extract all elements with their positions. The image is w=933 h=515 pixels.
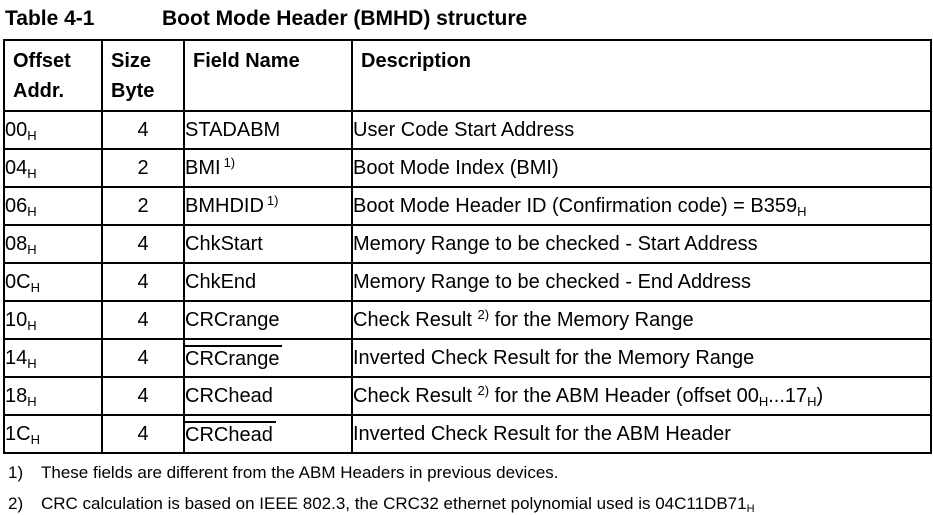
description-cell: Inverted Check Result for the Memory Ran… [351,338,932,378]
hex-subscript: H [27,127,37,143]
field-name-cell: ChkEnd [183,262,353,302]
field-name-cell: CRChead [183,414,353,454]
size-cell: 4 [101,262,185,302]
column-header-description: Description [351,39,932,112]
footnote-reference: 1) [223,154,236,170]
footnote-text: These fields are different from the ABM … [41,463,559,482]
footnote-reference: 2) [477,382,490,398]
offset-cell: 0CH [3,262,103,302]
bmhd-table: Offset Addr. Size Byte Field Name Descri… [3,39,932,454]
hex-subscript: H [807,393,817,409]
table-row: 1CH 4 CRChead Inverted Check Result for … [3,414,932,454]
offset-cell: 04H [3,148,103,188]
column-header-field-name: Field Name [183,39,353,112]
footnote-text: CRC calculation is based on IEEE 802.3, … [41,494,755,515]
size-cell: 4 [101,376,185,416]
size-cell: 4 [101,338,185,378]
column-header-offset-addr: Offset Addr. [3,39,103,112]
size-cell: 4 [101,414,185,454]
hex-subscript: H [758,393,769,409]
column-header-size-byte: Size Byte [101,39,185,112]
offset-cell: 06H [3,186,103,226]
hex-subscript: H [27,393,37,409]
table-body: 00H 4 STADABM User Code Start Address 04… [3,110,932,454]
description-cell: User Code Start Address [351,110,932,150]
description-cell: Memory Range to be checked - Start Addre… [351,224,932,264]
description-cell: Inverted Check Result for the ABM Header [351,414,932,454]
table-row: 14H 4 CRCrange Inverted Check Result for… [3,338,932,378]
description-cell: Memory Range to be checked - End Address [351,262,932,302]
table-caption-title: Boot Mode Header (BMHD) structure [162,7,528,30]
table-row: 00H 4 STADABM User Code Start Address [3,110,932,150]
footnote-reference: 2) [477,306,490,322]
hex-subscript: H [27,355,37,371]
description-cell: Boot Mode Index (BMI) [351,148,932,188]
field-name-cell: CRCrange [183,338,353,378]
offset-cell: 10H [3,300,103,340]
table-row: 0CH 4 ChkEnd Memory Range to be checked … [3,262,932,302]
size-cell: 2 [101,148,185,188]
footnote-reference: 1) [266,192,279,208]
table-caption-label: Table 4-1 [5,7,95,30]
footnote: 1) These fields are different from the A… [8,463,933,483]
offset-cell: 18H [3,376,103,416]
footnote: 2) CRC calculation is based on IEEE 802.… [8,494,933,515]
header-row: Offset Addr. Size Byte Field Name Descri… [3,39,932,112]
hex-subscript: H [27,241,37,257]
hex-subscript: H [30,279,40,295]
description-cell: Check Result 2) for the ABM Header (offs… [351,376,932,416]
table-caption: Table 4-1 Boot Mode Header (BMHD) struct… [3,7,933,31]
offset-cell: 1CH [3,414,103,454]
hex-subscript: H [27,165,37,181]
hex-subscript: H [746,503,755,515]
offset-cell: 14H [3,338,103,378]
footnote-marker: 2) [8,494,24,513]
size-cell: 4 [101,300,185,340]
offset-cell: 08H [3,224,103,264]
footnotes: 1) These fields are different from the A… [8,463,933,515]
size-cell: 4 [101,224,185,264]
hex-subscript: H [27,203,37,219]
field-name-cell: STADABM [183,110,353,150]
hex-subscript: H [30,431,40,447]
table-row: 18H 4 CRChead Check Result 2) for the AB… [3,376,932,416]
description-cell: Check Result 2) for the Memory Range [351,300,932,340]
size-cell: 2 [101,186,185,226]
size-cell: 4 [101,110,185,150]
field-name-cell: CRChead [183,376,353,416]
description-cell: Boot Mode Header ID (Confirmation code) … [351,186,932,226]
offset-cell: 00H [3,110,103,150]
field-name-cell: ChkStart [183,224,353,264]
table-row: 08H 4 ChkStart Memory Range to be checke… [3,224,932,264]
field-name-cell: CRCrange [183,300,353,340]
table-row: 10H 4 CRCrange Check Result 2) for the M… [3,300,932,340]
hex-subscript: H [27,317,37,333]
hex-subscript: H [797,203,807,219]
footnote-marker: 1) [8,463,24,482]
